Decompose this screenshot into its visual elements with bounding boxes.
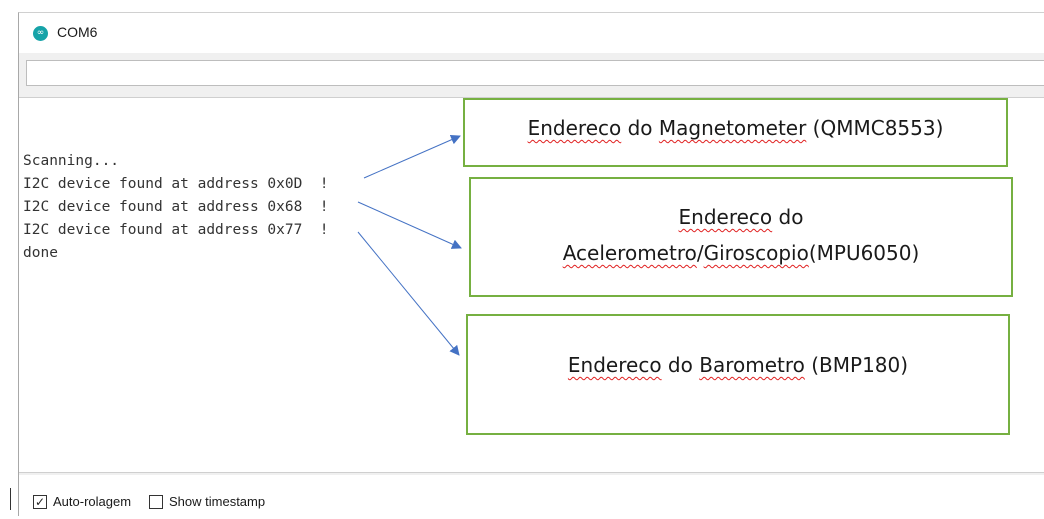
serial-output: Scanning... I2C device found at address 0… — [23, 150, 329, 265]
spellcheck-word: Barometro — [699, 353, 805, 377]
callout-text: Endereco do Magnetometer (QMMC8553) — [465, 116, 1006, 140]
callout-magnetometer: Endereco do Magnetometer (QMMC8553) — [463, 98, 1008, 167]
serial-line: Scanning... — [23, 153, 120, 169]
arrow-to-barometer — [357, 231, 460, 356]
text-run: do — [621, 116, 659, 140]
text-run: / — [696, 241, 704, 265]
timestamp-label[interactable]: Show timestamp — [169, 494, 266, 509]
callout-text-line-1: Endereco do — [471, 199, 1011, 235]
callout-barometer: Endereco do Barometro (BMP180) — [466, 314, 1010, 435]
serial-line: I2C device found at address 0x77 ! — [23, 222, 329, 238]
spellcheck-word: Endereco — [567, 353, 662, 377]
spellcheck-word: Endereco — [678, 205, 773, 229]
callout-text: Endereco do Barometro (BMP180) — [468, 353, 1008, 377]
status-footer: ✓ Auto-rolagem Show timestamp — [19, 475, 1044, 516]
spellcheck-word: Giroscopio — [703, 241, 809, 265]
window-title: COM6 — [57, 24, 98, 40]
text-run: (MPU6050) — [808, 241, 920, 265]
callout-text-line-2: Acelerometro/Giroscopio(MPU6050) — [471, 235, 1011, 271]
spellcheck-word: Acelerometro — [562, 241, 697, 265]
arduino-infinity-icon: ∞ — [33, 26, 48, 41]
text-run: do — [661, 353, 700, 377]
serial-line: I2C device found at address 0x0D ! — [23, 176, 329, 192]
serial-send-input[interactable] — [26, 60, 1044, 86]
title-bar: ∞ COM6 — [19, 13, 1044, 53]
autoscroll-label[interactable]: Auto-rolagem — [53, 494, 132, 509]
text-run: (QMMC8553) — [806, 116, 944, 140]
autoscroll-checkbox[interactable]: ✓ — [33, 495, 47, 509]
spellcheck-word: Magnetometer — [658, 116, 807, 140]
spellcheck-word: Endereco — [527, 116, 622, 140]
window-edge — [10, 488, 11, 510]
timestamp-checkbox[interactable] — [149, 495, 163, 509]
serial-line: done — [23, 245, 58, 261]
serial-line: I2C device found at address 0x68 ! — [23, 199, 329, 215]
text-run: (BMP180) — [804, 353, 909, 377]
arrow-to-magnetometer — [363, 135, 461, 179]
callout-mpu6050: Endereco do Acelerometro/Giroscopio(MPU6… — [469, 177, 1013, 297]
arrow-to-mpu6050 — [357, 201, 462, 249]
text-run: do — [772, 205, 804, 229]
